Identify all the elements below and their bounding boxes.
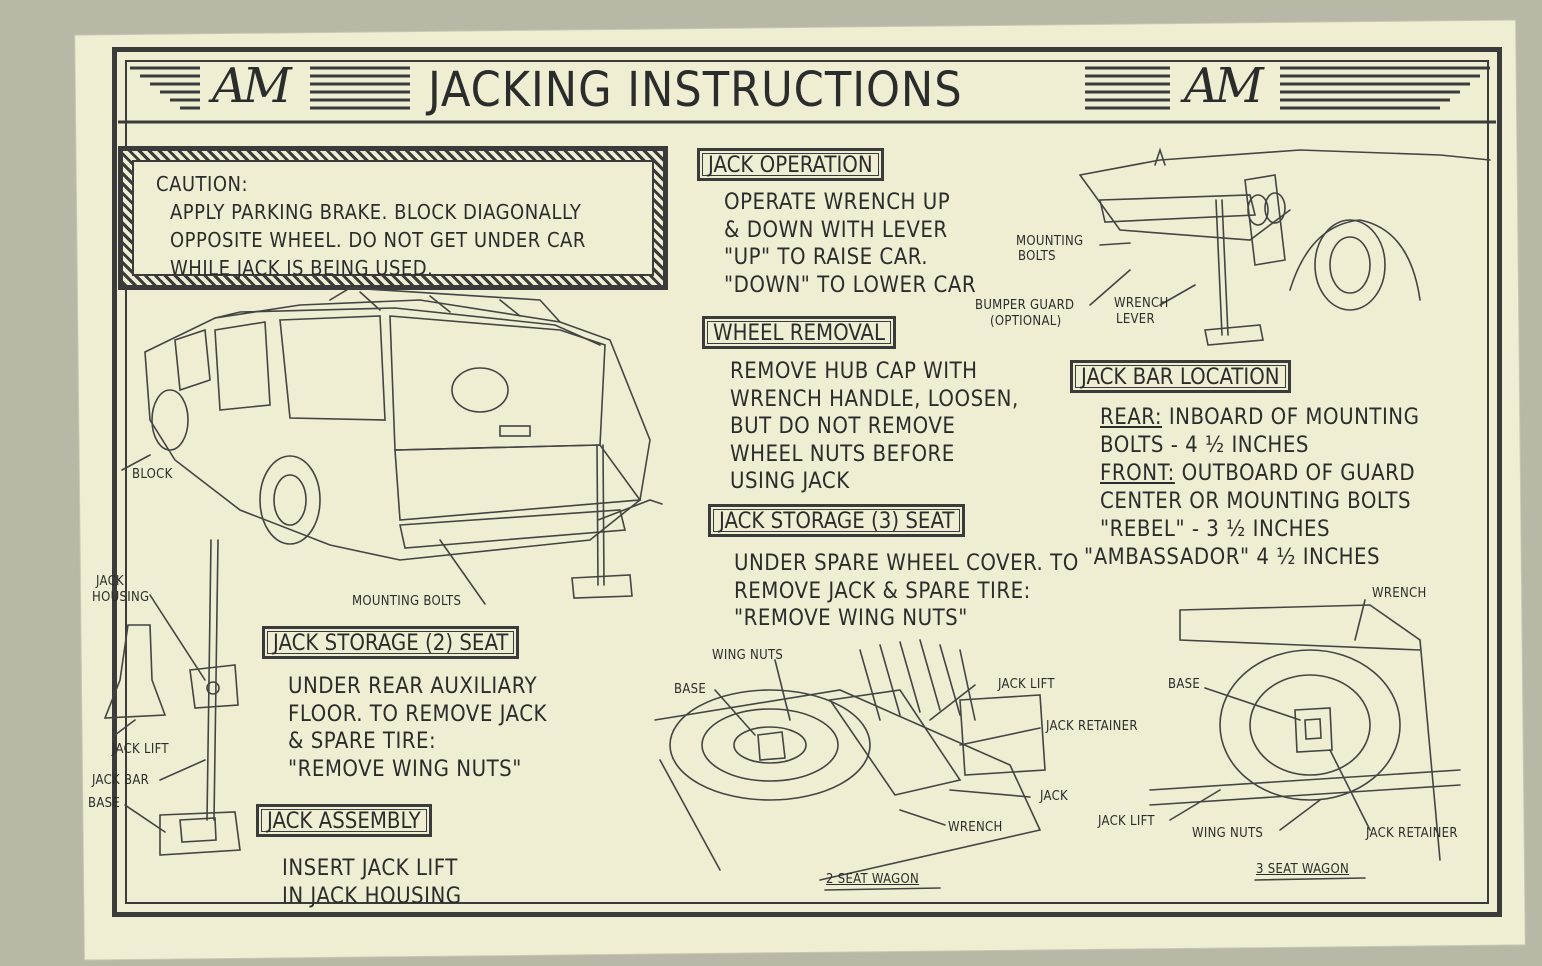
text-line: WHEEL NUTS BEFORE xyxy=(730,441,955,467)
caption-3-seat-wagon: 3 SEAT WAGON xyxy=(1256,862,1350,877)
wheel-removal-label: WHEEL REMOVAL xyxy=(702,316,896,349)
caution-line: WHILE JACK IS BEING USED. xyxy=(170,256,434,280)
caution-inner: CAUTION: APPLY PARKING BRAKE. BLOCK DIAG… xyxy=(132,160,654,280)
jack-assembly-label: JACK ASSEMBLY xyxy=(256,804,432,837)
callout-jack-housing: HOUSING xyxy=(92,590,150,605)
text-line: BUT DO NOT REMOVE xyxy=(730,414,956,439)
callout-jack: JACK xyxy=(1040,789,1069,804)
card-frame-inner xyxy=(125,60,1489,904)
jack-storage-2-text: UNDER REAR AUXILIARY FLOOR. TO REMOVE JA… xyxy=(288,673,547,783)
callout-jack-bar: JACK BAR xyxy=(92,773,150,788)
callout-optional: (OPTIONAL) xyxy=(990,314,1062,329)
text-line: OUTBOARD OF GUARD xyxy=(1181,461,1416,486)
callout-jack-retainer: JACK RETAINER xyxy=(1046,719,1138,734)
rear-key: REAR: xyxy=(1100,405,1163,430)
caution-line: APPLY PARKING BRAKE. BLOCK DIAGONALLY xyxy=(170,200,582,224)
jack-storage-3-label: JACK STORAGE (3) SEAT xyxy=(708,504,966,537)
three-seat-storage-illustration xyxy=(1149,599,1461,881)
text-line: BOLTS - 4 ½ INCHES xyxy=(1100,433,1309,458)
text-line: "UP" TO RAISE CAR. xyxy=(724,245,929,270)
card-frame xyxy=(112,47,1502,917)
jack-assembly-text: INSERT JACK LIFT IN JACK HOUSING xyxy=(282,855,462,910)
callout-base: BASE xyxy=(1168,677,1201,692)
callout-bumper-guard: BUMPER GUARD xyxy=(975,298,1075,313)
text-line: "AMBASSADOR" 4 ½ INCHES xyxy=(1084,545,1381,570)
caution-heading: CAUTION: xyxy=(156,172,249,196)
jack-bar-location-label: JACK BAR LOCATION xyxy=(1070,360,1291,393)
callout-wing-nuts: WING NUTS xyxy=(712,648,784,663)
caption-2-seat-wagon: 2 SEAT WAGON xyxy=(826,872,920,887)
callout-base: BASE xyxy=(88,796,121,811)
wheel-removal-text: REMOVE HUB CAP WITH WRENCH HANDLE, LOOSE… xyxy=(730,358,1019,496)
jack-assembly-illustration xyxy=(103,539,241,856)
front-key: FRONT: xyxy=(1100,461,1175,486)
text-line: FLOOR. TO REMOVE JACK xyxy=(288,701,547,727)
text-line: "REMOVE WING NUTS" xyxy=(288,756,522,782)
jack-operation-text: OPERATE WRENCH UP & DOWN WITH LEVER "UP"… xyxy=(724,189,976,299)
callout-jack-lift: JACK LIFT xyxy=(1098,814,1155,829)
callout-base: BASE xyxy=(674,682,707,697)
text-line: WRENCH HANDLE, LOOSEN, xyxy=(730,386,1019,412)
callout-jack-lift: JACK LIFT xyxy=(998,677,1055,692)
page-title: JACKING INSTRUCTIONS xyxy=(428,62,963,118)
callout-mounting: MOUNTING xyxy=(1016,234,1084,249)
text-line: "DOWN" TO LOWER CAR xyxy=(724,272,977,298)
callout-wrench: WRENCH xyxy=(1372,586,1427,601)
text-line: CENTER OR MOUNTING BOLTS xyxy=(1100,489,1412,514)
jack-storage-2-label: JACK STORAGE (2) SEAT xyxy=(262,626,520,659)
callout-lever: LEVER xyxy=(1116,312,1155,327)
logo-right: AM xyxy=(1184,58,1264,114)
logo-left: AM xyxy=(212,58,292,114)
caution-box: CAUTION: APPLY PARKING BRAKE. BLOCK DIAG… xyxy=(118,146,668,290)
text-line: "REMOVE WING NUTS" xyxy=(734,606,968,631)
text-line: REMOVE HUB CAP WITH xyxy=(730,359,978,384)
jack-operation-label: JACK OPERATION xyxy=(697,148,884,181)
text-line: USING JACK xyxy=(730,469,850,494)
jack-bar-location-text: REAR: INBOARD OF MOUNTING BOLTS - 4 ½ IN… xyxy=(1084,404,1420,572)
text-line: REMOVE JACK & SPARE TIRE: xyxy=(734,578,1031,604)
callout-bolts: BOLTS xyxy=(1018,249,1056,264)
wagon-illustration xyxy=(121,287,663,605)
text-line: & DOWN WITH LEVER xyxy=(724,217,948,243)
bumper-illustration xyxy=(1079,147,1491,346)
text-line: IN JACK HOUSING xyxy=(282,883,462,909)
text-line: INSERT JACK LIFT xyxy=(282,856,458,881)
callout-mounting-bolts: MOUNTING BOLTS xyxy=(352,594,462,609)
text-line: & SPARE TIRE: xyxy=(288,729,437,754)
callout-wrench: WRENCH xyxy=(948,820,1003,835)
callout-block: BLOCK xyxy=(132,467,173,482)
callout-jack-housing: JACK xyxy=(96,574,125,589)
caution-line: OPPOSITE WHEEL. DO NOT GET UNDER CAR xyxy=(170,228,586,252)
text-line: INBOARD OF MOUNTING xyxy=(1168,405,1420,430)
two-seat-storage-illustration xyxy=(654,639,1046,891)
jack-storage-3-text: UNDER SPARE WHEEL COVER. TO REMOVE JACK … xyxy=(734,550,1079,633)
callout-jack-lift: JACK LIFT xyxy=(112,742,169,757)
callout-jack-retainer: JACK RETAINER xyxy=(1366,826,1458,841)
text-line: OPERATE WRENCH UP xyxy=(724,190,951,215)
callout-wing-nuts: WING NUTS xyxy=(1192,826,1264,841)
text-line: UNDER SPARE WHEEL COVER. TO xyxy=(734,551,1079,576)
text-line: UNDER REAR AUXILIARY xyxy=(288,674,538,699)
text-line: "REBEL" - 3 ½ INCHES xyxy=(1100,517,1331,542)
callout-wrench: WRENCH xyxy=(1114,296,1169,311)
